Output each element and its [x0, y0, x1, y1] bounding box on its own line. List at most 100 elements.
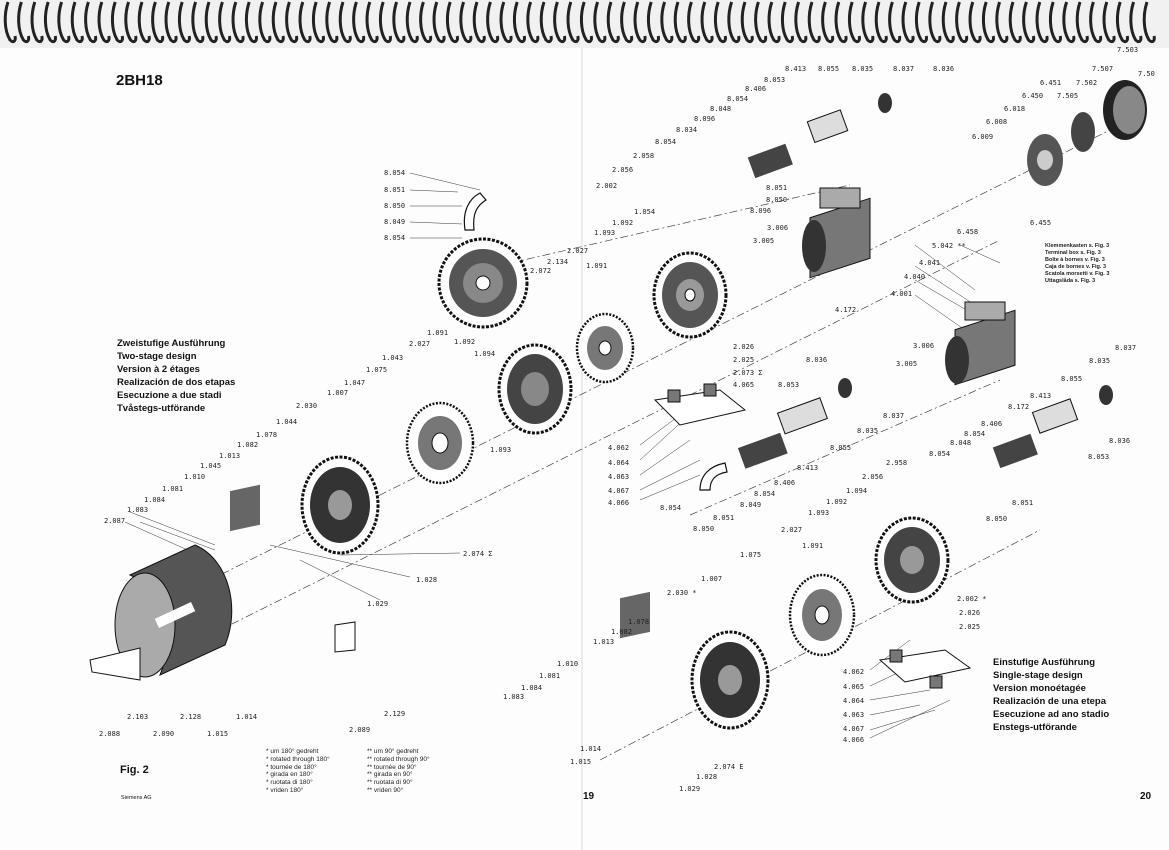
binding-ring	[901, 1, 915, 44]
part-label-l136: 4.066	[843, 736, 865, 744]
part-label-l133: 4.064	[843, 697, 865, 705]
part-label-l21: 8.096	[694, 115, 716, 123]
part-label-l123: 1.081	[539, 672, 561, 680]
part-label-l115: 2.030 *	[667, 589, 697, 597]
part-label-l135: 4.067	[843, 725, 865, 733]
part-label-l54: 1.043	[382, 354, 404, 362]
part-label-l124: 1.084	[521, 684, 543, 692]
part-label-l6: 6.451	[1040, 79, 1062, 87]
part-label-l134: 4.063	[843, 711, 865, 719]
binding-ring	[1075, 1, 1089, 44]
part-label-l25: 2.056	[612, 166, 634, 174]
part-label-l24: 2.058	[633, 152, 655, 160]
note-180-es: * girada en 180°	[266, 771, 313, 779]
part-label-l137: 2.074 Σ	[463, 550, 493, 558]
part-label-l88: 8.406	[981, 420, 1003, 428]
part-label-l139: 1.029	[367, 600, 389, 608]
part-label-l61: 1.082	[237, 441, 259, 449]
part-label-l16: 8.036	[933, 65, 955, 73]
binding-ring	[566, 1, 580, 44]
binding-ring	[767, 1, 781, 44]
part-label-l103: 8.050	[693, 525, 715, 533]
part-label-l94: 4.064	[608, 459, 630, 467]
fan-cover-left	[300, 455, 380, 555]
binding-ring	[553, 1, 567, 44]
spiral-binding	[0, 0, 1169, 48]
binding-ring	[1035, 1, 1049, 44]
part-label-l51: 1.092	[454, 338, 476, 346]
part-label-l53: 2.027	[409, 340, 431, 348]
part-label-l114: 1.007	[701, 575, 723, 583]
binding-ring	[754, 1, 768, 44]
part-label-l59: 1.044	[276, 418, 298, 426]
binding-ring	[218, 1, 232, 44]
binding-ring	[512, 1, 526, 44]
part-label-l100: 8.049	[740, 501, 762, 509]
binding-ring	[646, 1, 660, 44]
terminal-box-de: Klemmenkasten s. Fig. 3	[1045, 243, 1110, 249]
binding-ring	[955, 1, 969, 44]
binding-ring	[1089, 1, 1103, 44]
note-180-en: * rotated through 180°	[266, 755, 330, 763]
part-label-l11: 6.455	[1030, 219, 1052, 227]
binding-ring	[392, 1, 406, 44]
impeller-left	[405, 401, 475, 485]
binding-ring	[981, 1, 995, 44]
part-label-l89: 8.054	[964, 430, 986, 438]
part-label-l63: 1.045	[200, 462, 222, 470]
impeller-center-small	[575, 312, 635, 384]
part-label-l144: 1.014	[236, 713, 258, 721]
part-label-l28: 8.050	[766, 196, 788, 204]
binding-ring	[807, 1, 821, 44]
part-label-l105: 2.056	[862, 473, 884, 481]
terminal-box-it: Scatola morsetti v. Fig. 3	[1045, 271, 1110, 277]
binding-ring	[861, 1, 875, 44]
part-label-l98: 8.406	[774, 479, 796, 487]
part-label-l101: 8.054	[660, 504, 682, 512]
motor-lower	[945, 301, 1016, 386]
binding-ring	[847, 1, 861, 44]
two-stage-it: Esecuzione a due stadi	[117, 390, 222, 401]
binding-ring	[231, 1, 245, 44]
binding-ring	[1115, 1, 1129, 44]
binding-ring	[539, 1, 553, 44]
binding-ring	[204, 1, 218, 44]
two-stage-sv: Tvåstegs-utförande	[117, 403, 206, 414]
part-label-l69: 1.093	[490, 446, 512, 454]
part-label-l76: 3.006	[913, 342, 935, 350]
two-stage-fr: Version à 2 étages	[117, 364, 200, 375]
part-label-l104: 2.958	[886, 459, 908, 467]
part-label-l82: 8.172	[1008, 403, 1030, 411]
two-stage-legend: Zweistufige Ausführung Two-stage design …	[117, 337, 235, 415]
binding-ring	[1008, 1, 1022, 44]
part-label-l72: 2.073 Σ	[733, 369, 763, 377]
note-90-fr: ** tournée de 90°	[367, 763, 417, 771]
part-label-l15: 8.037	[893, 65, 915, 73]
part-label-l118: 2.025	[959, 623, 981, 631]
part-label-l117: 2.026	[959, 609, 981, 617]
part-label-l55: 1.075	[366, 366, 388, 374]
binding-ring	[660, 1, 674, 44]
part-label-l47: 2.134	[547, 258, 569, 266]
part-label-l107: 1.092	[826, 498, 848, 506]
part-label-l30: 8.054	[384, 169, 406, 177]
motor-upper	[802, 187, 871, 279]
binding-ring	[137, 1, 151, 44]
part-label-l37: 1.093	[594, 229, 616, 237]
part-label-l34: 8.054	[384, 234, 406, 242]
binding-ring	[579, 1, 593, 44]
two-stage-es: Realización de dos etapas	[117, 377, 236, 388]
binding-ring	[124, 1, 138, 44]
part-label-l64: 1.010	[184, 473, 206, 481]
binding-ring	[687, 1, 701, 44]
bracket-lower	[878, 649, 972, 689]
part-label-l12: 8.413	[785, 65, 807, 73]
part-label-l71: 2.025	[733, 356, 755, 364]
single-stage-fr: Version monoétagée	[993, 683, 1086, 694]
binding-ring	[325, 1, 339, 44]
part-label-l147: 1.015	[207, 730, 229, 738]
page-number-right: 20	[1140, 791, 1152, 802]
terminal-box-en: Terminal box s. Fig. 3	[1045, 250, 1101, 256]
part-label-l84: 8.035	[1089, 357, 1111, 365]
part-label-l42: 4.041	[919, 259, 941, 267]
